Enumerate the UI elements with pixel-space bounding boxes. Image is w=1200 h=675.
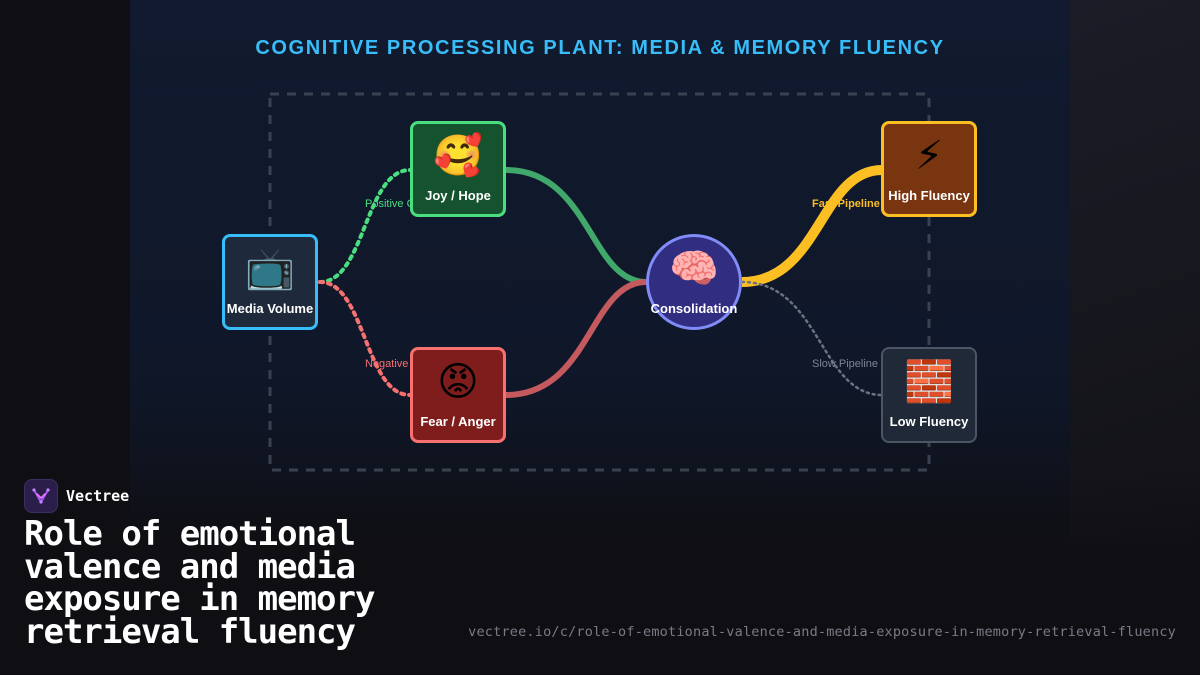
edge-label-positive: Positive C: [365, 198, 415, 210]
pipeline-boundary: [268, 92, 931, 472]
brain-icon: 🧠: [669, 245, 719, 292]
angry-face-icon: 😡: [437, 358, 479, 405]
edge-fear-consolidation: [505, 279, 647, 398]
node-label: Low Fluency: [889, 413, 969, 429]
television-icon: 📺: [245, 245, 295, 292]
edge-media-fear: [318, 280, 412, 397]
node-joy-hope: 🥰 Joy / Hope: [410, 121, 506, 217]
node-high-fluency: ⚡ High Fluency: [881, 121, 977, 217]
edge-media-joy: [318, 168, 412, 284]
diagram-title: COGNITIVE PROCESSING PLANT: MEDIA & MEMO…: [255, 37, 945, 59]
edge-joy-consolidation: [505, 167, 647, 285]
node-low-fluency: 🧱 Low Fluency: [881, 347, 977, 443]
node-fear-anger: 😡 Fear / Anger: [410, 347, 506, 443]
page-headline: Role of emotional valence and media expo…: [24, 514, 375, 652]
node-label: Joy / Hope: [425, 187, 491, 203]
brick-wall-icon: 🧱: [904, 358, 954, 405]
node-label: Media Volume: [226, 300, 314, 316]
node-label: High Fluency: [888, 187, 970, 203]
brand-name: Vectree: [66, 487, 130, 505]
vectree-logo-icon: [24, 479, 58, 513]
brand[interactable]: Vectree: [24, 479, 129, 513]
node-label: Fear / Anger: [420, 413, 496, 429]
node-consolidation: 🧠 Consolidation: [646, 234, 742, 330]
page-url[interactable]: vectree.io/c/role-of-emotional-valence-a…: [468, 624, 1176, 640]
edge-consolidation-high: [741, 165, 883, 287]
edge-label-negative: Negative: [365, 358, 408, 370]
edge-label-slow: Slow Pipeline: [812, 358, 878, 370]
node-media-volume: 📺 Media Volume: [222, 234, 318, 330]
edge-consolidation-low: [740, 280, 884, 397]
node-label: Consolidation: [650, 300, 738, 316]
lightning-icon: ⚡: [914, 132, 944, 179]
smiling-face-hearts-icon: 🥰: [433, 132, 483, 179]
edge-label-fast: Fast Pipeline: [812, 198, 880, 210]
